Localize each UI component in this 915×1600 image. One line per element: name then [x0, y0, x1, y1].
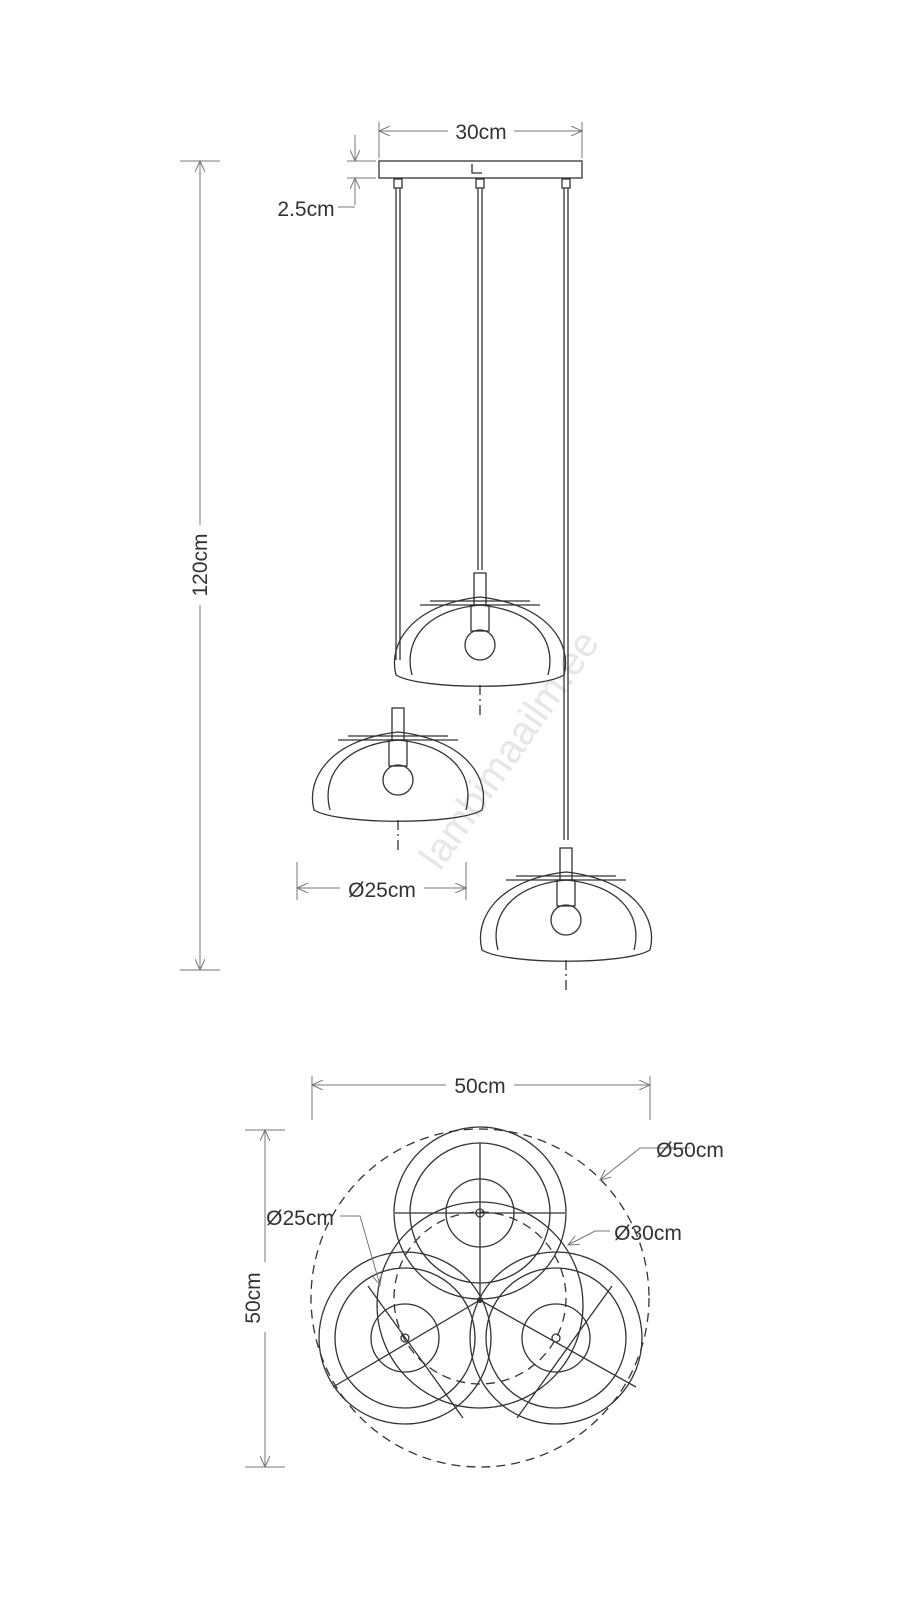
outer-diameter-label: Ø50cm: [656, 1139, 724, 1162]
inner-diameter-label: Ø30cm: [614, 1222, 682, 1245]
watermark: lambimaailm.ee: [411, 622, 608, 877]
ceiling-canopy: [378, 160, 583, 179]
pendant-shade-right: [479, 847, 653, 991]
top-shade-diameter-label: Ø25cm: [266, 1207, 334, 1230]
top-width-label: 50cm: [454, 1075, 505, 1098]
canopy-height-label: 2.5cm: [277, 198, 334, 221]
top-depth-label: 50cm: [242, 1272, 265, 1323]
center-lines: [332, 1143, 637, 1419]
total-height-label: 120cm: [189, 533, 212, 596]
outer-dashed-circle: [310, 1128, 650, 1468]
canopy-width-label: 30cm: [455, 121, 506, 144]
top-view: 50cm 50cm Ø50cm Ø30cm Ø25cm: [240, 1072, 724, 1467]
inner-dashed-circle: [393, 1211, 567, 1385]
shade-diameter-label: Ø25cm: [348, 879, 416, 902]
cables: [393, 178, 571, 840]
side-view: 30cm 2.5cm 120cm Ø25cm: [180, 118, 653, 991]
